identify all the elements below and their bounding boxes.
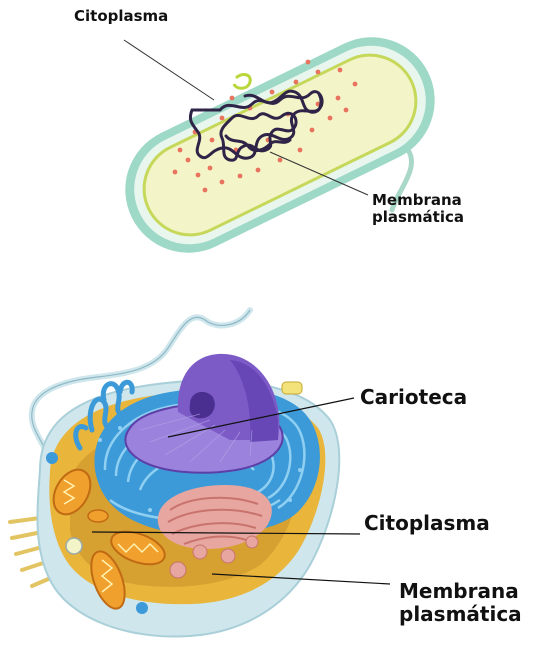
label-membrane-bottom-line2: plasmática — [399, 603, 522, 626]
label-membrane-bottom: Membrana plasmática — [399, 580, 522, 626]
prokaryotic-cell — [104, 16, 456, 274]
label-membrane-bottom-line1: Membrana — [399, 580, 522, 603]
centriole — [282, 382, 302, 394]
label-membrane-top: Membrana plasmática — [372, 192, 464, 227]
eukaryotic-cell — [10, 310, 390, 637]
label-nuclear-envelope: Carioteca — [360, 386, 467, 409]
cytoplasm-leader-line-top — [124, 40, 214, 100]
label-membrane-top-line1: Membrana — [372, 192, 464, 209]
label-cytoplasm-top: Citoplasma — [74, 8, 168, 25]
nucleus — [125, 354, 282, 473]
plasmid — [234, 75, 250, 89]
label-membrane-top-line2: plasmática — [372, 209, 464, 226]
label-cytoplasm-bottom: Citoplasma — [364, 512, 490, 535]
